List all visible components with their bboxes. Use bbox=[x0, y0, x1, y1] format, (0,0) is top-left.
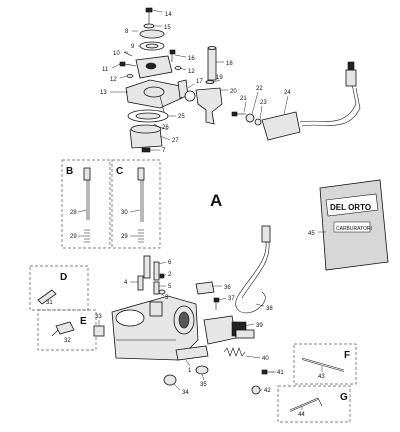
box-c: C 30 29 bbox=[111, 159, 161, 249]
part-33: 33 bbox=[93, 314, 105, 337]
part-number: 1 bbox=[188, 368, 192, 374]
part-number: 40 bbox=[262, 356, 269, 362]
part-number: 32 bbox=[64, 338, 71, 344]
part-number: 10 bbox=[113, 51, 120, 57]
part-number: 38 bbox=[266, 306, 273, 312]
part-number: 4 bbox=[124, 280, 128, 286]
part-number: 27 bbox=[172, 138, 179, 144]
part-number: 12 bbox=[110, 77, 117, 83]
part-number: 3 bbox=[165, 295, 169, 301]
part-number: 37 bbox=[228, 296, 235, 302]
box-e: E 32 bbox=[37, 309, 97, 351]
part-number: 9 bbox=[131, 44, 135, 50]
box-letter-f: F bbox=[344, 350, 350, 361]
part-number: 15 bbox=[164, 25, 171, 31]
part-number: 8 bbox=[125, 29, 129, 35]
jets-group: 6 2 5 3 4 bbox=[124, 255, 172, 301]
box-b: B 28 29 bbox=[61, 159, 111, 249]
box-letter-e: E bbox=[80, 316, 87, 327]
carburetor-body bbox=[111, 295, 199, 361]
part-number: 21 bbox=[240, 96, 247, 102]
part-number: 2 bbox=[168, 272, 172, 278]
part-number: 19 bbox=[216, 75, 223, 81]
part-number: 28 bbox=[70, 210, 77, 216]
part-number: 25 bbox=[178, 114, 185, 120]
top-part-numbers: 14 15 8 9 10 11 16 12 12 13 18 19 17 20 … bbox=[100, 12, 291, 154]
part-38-cable: 38 bbox=[235, 225, 273, 314]
part-number: 42 bbox=[264, 388, 271, 394]
part-number: 44 bbox=[298, 412, 305, 418]
part-number: 29 bbox=[70, 234, 77, 240]
part-number: 26 bbox=[162, 125, 169, 131]
part-number: 36 bbox=[224, 285, 231, 291]
part-number: 30 bbox=[121, 210, 128, 216]
box-f: F 43 bbox=[293, 343, 357, 385]
part-number: 31 bbox=[46, 300, 53, 306]
carton-brand: DEL ORTO bbox=[330, 203, 371, 212]
box-letter-b: B bbox=[66, 166, 73, 177]
part-number: 22 bbox=[256, 86, 263, 92]
part-number: 35 bbox=[200, 382, 207, 388]
part-number: 14 bbox=[165, 12, 172, 18]
part-number: 41 bbox=[277, 370, 284, 376]
part-number: 33 bbox=[95, 314, 102, 320]
part-number: 18 bbox=[226, 61, 233, 67]
part-number: 13 bbox=[100, 90, 107, 96]
part-number: 7 bbox=[162, 148, 166, 154]
part-number: 6 bbox=[168, 260, 172, 266]
part-number: 16 bbox=[188, 56, 195, 62]
box-g: G 44 bbox=[277, 385, 351, 423]
part-number: 12 bbox=[188, 69, 195, 75]
part-number: 5 bbox=[168, 284, 172, 290]
part-number: 23 bbox=[260, 100, 267, 106]
box-letter-d: D bbox=[60, 272, 67, 283]
part-number: 17 bbox=[196, 79, 203, 85]
parts-36-37: 36 37 bbox=[195, 281, 235, 310]
part-number: 29 bbox=[121, 234, 128, 240]
carton-sub: CARBURATORI bbox=[336, 226, 372, 232]
lower-right-parts: 39 40 1 35 41 42 34 bbox=[163, 315, 284, 396]
part-number: 11 bbox=[102, 67, 109, 73]
part-number: 45 bbox=[308, 231, 315, 237]
part-number: 39 bbox=[256, 323, 263, 329]
box-letter-g: G bbox=[340, 392, 348, 403]
box-d: D 31 bbox=[29, 265, 89, 311]
part-number: 24 bbox=[284, 90, 291, 96]
part-number: 34 bbox=[182, 390, 189, 396]
part-number: 43 bbox=[318, 374, 325, 380]
top-leader-lines bbox=[110, 9, 289, 151]
section-label: A bbox=[210, 191, 222, 210]
part-number: 20 bbox=[230, 89, 237, 95]
carton-45: DEL ORTO CARBURATORI 45 bbox=[308, 179, 389, 271]
box-letter-c: C bbox=[116, 166, 123, 177]
top-cap-assembly bbox=[119, 7, 361, 153]
